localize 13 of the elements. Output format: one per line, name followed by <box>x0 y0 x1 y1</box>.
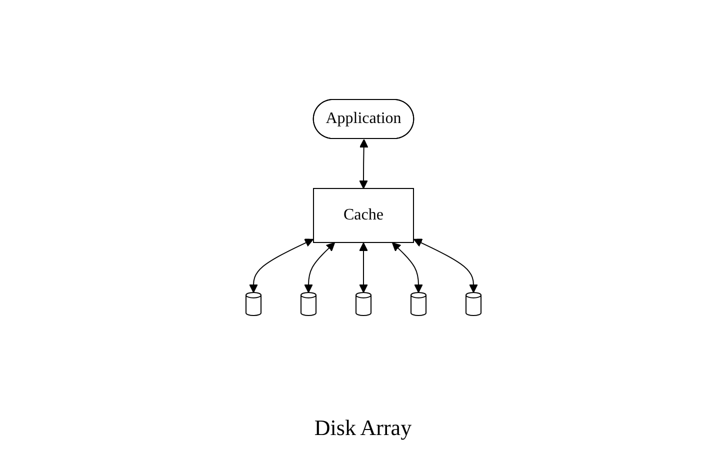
node-box: Cache <box>312 188 414 243</box>
node-cylinder <box>410 292 426 316</box>
arrow <box>248 238 314 293</box>
node-cylinder <box>465 292 481 316</box>
arrow <box>358 242 368 293</box>
node-cylinder <box>245 292 261 316</box>
arrow <box>358 138 368 189</box>
group-label: Disk Array <box>314 415 412 440</box>
arrow <box>391 242 422 293</box>
arrow <box>304 242 335 293</box>
node-cylinder <box>355 292 371 316</box>
arrow <box>412 238 478 293</box>
node-cylinder <box>300 292 316 316</box>
